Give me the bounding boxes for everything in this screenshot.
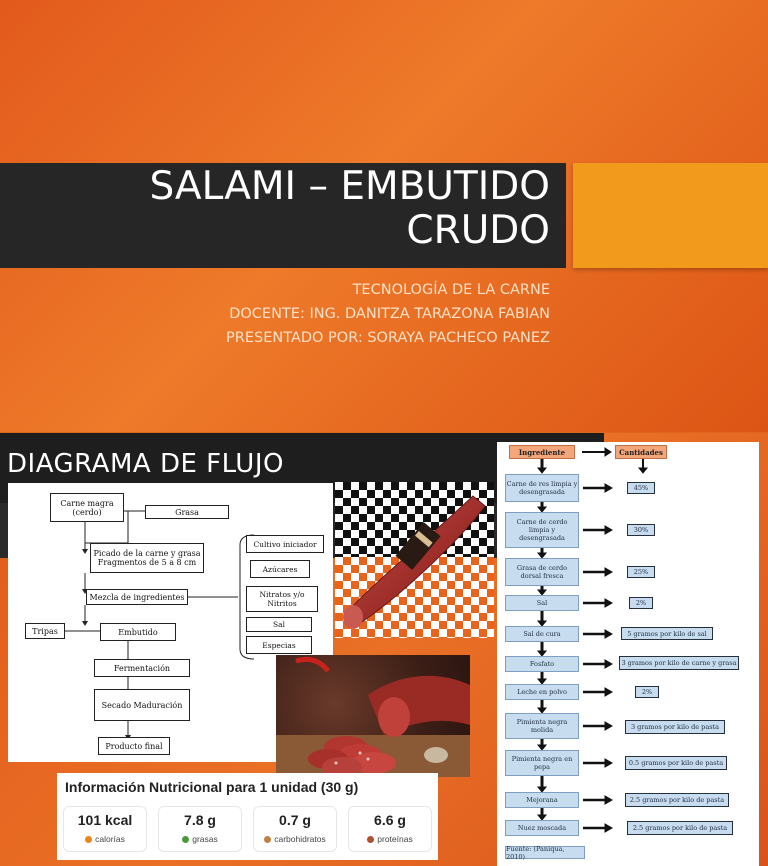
flow-input-especias: Especias	[246, 636, 312, 654]
table-row-ingrediente: Carne de cerdo limpia y desengrasada	[505, 512, 579, 548]
table-row-cantidad: 5 gramos por kilo de sal	[621, 627, 713, 640]
down-arrow-head	[536, 650, 548, 657]
row-arrow-head	[604, 687, 614, 697]
accent-block	[573, 163, 768, 268]
slide-title: SALAMI – EMBUTIDO CRUDO	[149, 165, 550, 253]
table-arrows	[536, 447, 649, 833]
table-header-ingrediente: Ingrediente	[509, 445, 575, 459]
flow-step-picado: Picado de la carne y grasa Fragmentos de…	[90, 543, 204, 573]
down-arrow-head	[536, 552, 548, 559]
table-row-ingrediente: Fosfato	[505, 656, 579, 672]
flow-step-carne-magra: Carne magra (cerdo)	[50, 493, 124, 522]
nutrition-label: carbohidratos	[274, 834, 326, 844]
subtitle-author: PRESENTADO POR: SORAYA PACHECO PANEZ	[226, 330, 550, 346]
table-row-cantidad: 2%	[635, 686, 659, 698]
title-line-2: CRUDO	[406, 208, 550, 253]
row-arrow-head	[604, 823, 614, 833]
avocado-icon	[182, 836, 190, 843]
nutrition-info-card: Información Nutricional para 1 unidad (3…	[57, 773, 438, 860]
row-arrow-head	[604, 483, 614, 493]
nutrition-item-protein: 6.6 g proteínas	[348, 806, 432, 852]
table-row-ingrediente: Pimienta negra molida	[505, 713, 579, 739]
flow-step-grasa: Grasa	[145, 505, 229, 519]
sliced-salami-photo	[276, 655, 470, 777]
row-arrow-head	[604, 721, 614, 731]
salami-packaged-image	[335, 482, 494, 638]
slide-subtitle: TECNOLOGÍA DE LA CARNE DOCENTE: ING. DAN…	[226, 278, 550, 350]
row-arrow-head	[604, 659, 614, 669]
table-row-ingrediente: Sal	[505, 595, 579, 611]
row-arrow-head	[604, 758, 614, 768]
flow-step-secado: Secado Maduración	[94, 689, 190, 721]
table-row-ingrediente: Carne de res limpia y desengrasada	[505, 474, 579, 502]
title-slide: SALAMI – EMBUTIDO CRUDO TECNOLOGÍA DE LA…	[0, 0, 768, 432]
flow-input-azucares: Azúcares	[250, 560, 310, 578]
flow-input-sal: Sal	[246, 617, 312, 632]
down-arrow-head	[536, 786, 548, 793]
nutrition-label: calorías	[95, 834, 125, 844]
down-arrow-head	[536, 814, 548, 821]
flow-input-nitratos: Nitratos y/o Nitritos	[246, 586, 318, 612]
flow-step-tripas: Tripas	[25, 623, 65, 639]
subtitle-course: TECNOLOGÍA DE LA CARNE	[352, 282, 550, 298]
table-row-cantidad: 25%	[627, 566, 655, 578]
nutrition-value: 0.7 g	[279, 812, 311, 828]
nutrition-item-carbs: 0.7 g carbohidratos	[253, 806, 337, 852]
table-row-cantidad: 2%	[629, 597, 653, 609]
down-arrow-head	[536, 744, 548, 751]
ingredient-table: Ingrediente Cantidades Carne de res limp…	[497, 442, 759, 866]
flow-diagram-slide: DIAGRAMA DE FLUJO	[0, 433, 768, 866]
title-line-1: SALAMI – EMBUTIDO	[149, 164, 550, 209]
table-row-ingrediente: Nuez moscada	[505, 820, 579, 836]
flow-input-cultivo: Cultivo iniciador	[246, 535, 324, 553]
down-arrow-head	[536, 707, 548, 714]
row-arrow-head	[604, 567, 614, 577]
flow-step-embutido: Embutido	[100, 623, 176, 641]
table-header-cantidades: Cantidades	[615, 445, 667, 459]
nutrition-label: proteínas	[377, 834, 413, 844]
nutrition-label: grasas	[192, 834, 218, 844]
flame-icon	[85, 836, 93, 843]
nutrition-value: 6.6 g	[374, 812, 406, 828]
table-row-ingrediente: Leche en polvo	[505, 684, 579, 700]
salami-stick-illustration	[343, 495, 486, 629]
flow-step-fermentacion: Fermentación	[94, 659, 190, 677]
down-arrow-head	[536, 620, 548, 627]
row-arrow-head	[604, 598, 614, 608]
table-source: Fuente: (Paniqua, 2010)	[505, 845, 585, 861]
subtitle-teacher: DOCENTE: ING. DANITZA TARAZONA FABIAN	[229, 306, 550, 322]
table-row-cantidad: 2.5 gramos por kilo de pasta	[627, 821, 733, 835]
row-arrow-head	[604, 629, 614, 639]
flow-step-producto: Producto final	[98, 737, 170, 755]
down-arrow-head	[536, 678, 548, 685]
row-arrow-head	[604, 795, 614, 805]
table-row-cantidad: 30%	[627, 524, 655, 536]
nutrition-title: Información Nutricional para 1 unidad (3…	[65, 779, 359, 795]
table-row-cantidad: 45%	[627, 482, 655, 494]
slide-title: DIAGRAMA DE FLUJO	[7, 449, 284, 479]
table-row-cantidad: 2.5 gramos por kilo de pasta	[625, 793, 729, 807]
meat-icon	[367, 836, 375, 843]
table-row-ingrediente: Mejorana	[505, 792, 579, 808]
salami-slices-illustration	[276, 656, 470, 777]
table-row-ingrediente: Sal de cura	[505, 626, 579, 642]
bread-icon	[264, 836, 272, 843]
nutrition-item-calories: 101 kcal calorías	[63, 806, 147, 852]
table-row-cantidad: 3 gramos por kilo de carne y grasa	[619, 656, 739, 670]
table-row-cantidad: 0.5 gramos por kilo de pasta	[625, 756, 727, 770]
table-row-ingrediente: Grasa de cerdo dorsal fresca	[505, 558, 579, 586]
table-row-cantidad: 3 gramos por kilo de pasta	[625, 720, 725, 734]
down-arrow-head	[536, 506, 548, 513]
table-row-ingrediente: Pimienta negra en pepa	[505, 750, 579, 776]
down-arrow-head	[536, 589, 548, 596]
flow-step-mezcla: Mezcla de ingredientes	[86, 589, 188, 605]
title-band	[0, 163, 566, 268]
nutrition-value: 7.8 g	[184, 812, 216, 828]
row-arrow-head	[604, 525, 614, 535]
nutrition-item-fat: 7.8 g grasas	[158, 806, 242, 852]
nutrition-value: 101 kcal	[77, 812, 133, 828]
